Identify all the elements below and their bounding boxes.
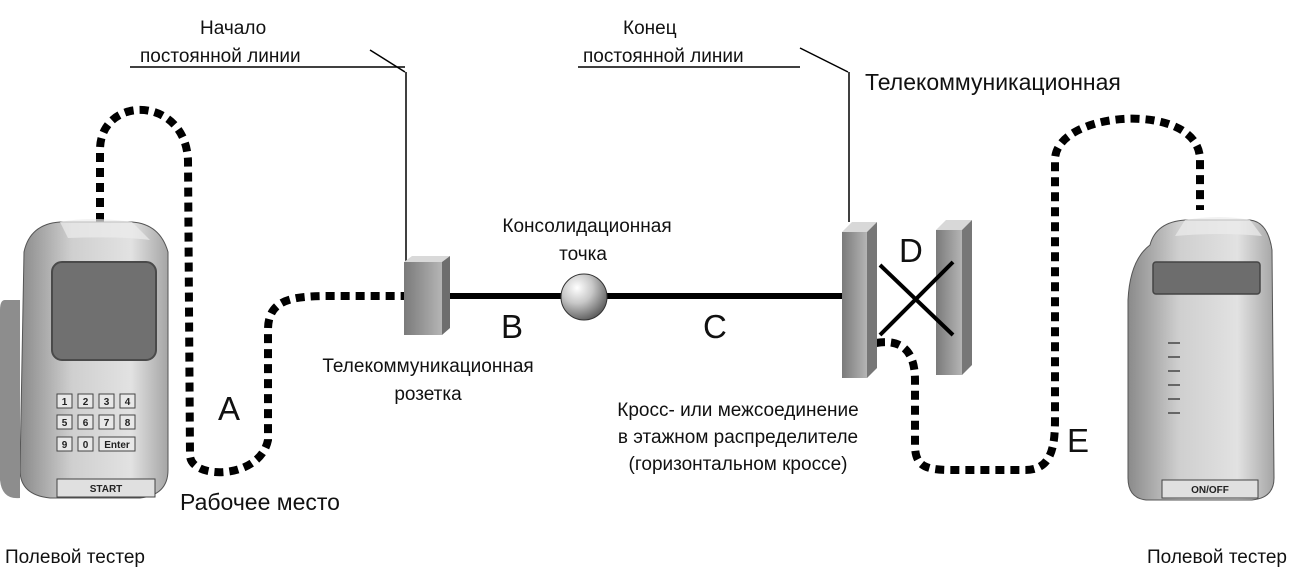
telecom-top-label: Телекоммуникационная (865, 69, 1121, 95)
tester-screen (51, 261, 157, 361)
permanent-link-start-label-line2: постоянной линии (140, 46, 301, 67)
permanent-link-start-marker (130, 49, 407, 300)
key-4: 4 (125, 397, 131, 408)
telecom-outlet-label-line2: розетка (394, 384, 462, 405)
segment-c-label: C (703, 308, 727, 345)
patch-cord-e (875, 114, 1204, 474)
segment-a-label: A (218, 390, 240, 427)
segment-d-label: D (899, 232, 923, 269)
permanent-link-end-label-line2: постоянной линии (583, 46, 744, 67)
cross-connect-label-line3: (горизонтальном кроссе) (629, 454, 848, 475)
telecom-outlet (404, 256, 450, 335)
key-6: 6 (83, 418, 89, 429)
permanent-link-end-marker (578, 47, 850, 222)
onoff-button-label: ON/OFF (1191, 485, 1229, 496)
cross-connect-label-line1: Кросс- или межсоединение (617, 400, 858, 421)
key-9: 9 (62, 440, 68, 451)
field-tester-right-label: Полевой тестер (1147, 547, 1287, 568)
telecom-outlet-label-line1: Телекоммуникационная (322, 356, 533, 377)
field-tester-left-label: Полевой тестер (5, 547, 145, 568)
work-area-label: Рабочее место (180, 489, 340, 515)
patch-cord-a (96, 105, 405, 477)
key-2: 2 (83, 397, 89, 408)
start-button-label: START (90, 484, 123, 495)
remote-display (1152, 261, 1261, 295)
key-0: 0 (83, 440, 89, 451)
tester-keypad: 1 2 3 4 5 6 7 8 9 0 Enter (56, 393, 136, 452)
key-enter: Enter (104, 440, 130, 451)
consolidation-point (560, 273, 608, 321)
cross-connect-panel-right (936, 220, 972, 375)
segment-b-label: B (501, 308, 523, 345)
segment-e-label: E (1067, 422, 1089, 459)
cross-connect-x (878, 260, 955, 337)
consolidation-point-label-line2: точка (559, 244, 607, 265)
field-tester-left: 1 2 3 4 5 6 7 8 9 0 Enter START (0, 219, 169, 499)
permanent-link-start-label-line1: Начало (200, 18, 266, 39)
key-8: 8 (125, 418, 131, 429)
key-1: 1 (62, 397, 68, 408)
key-7: 7 (104, 418, 110, 429)
remote-leds (1168, 342, 1180, 414)
field-tester-right: ON/OFF (1127, 217, 1275, 501)
cross-connect-label-line2: в этажном распределителе (618, 427, 858, 448)
key-3: 3 (104, 397, 110, 408)
consolidation-point-label-line1: Консолидационная (502, 216, 671, 237)
cross-connect-panel-left (842, 222, 877, 378)
key-5: 5 (62, 418, 68, 429)
permanent-link-end-label-line1: Конец (623, 18, 677, 39)
